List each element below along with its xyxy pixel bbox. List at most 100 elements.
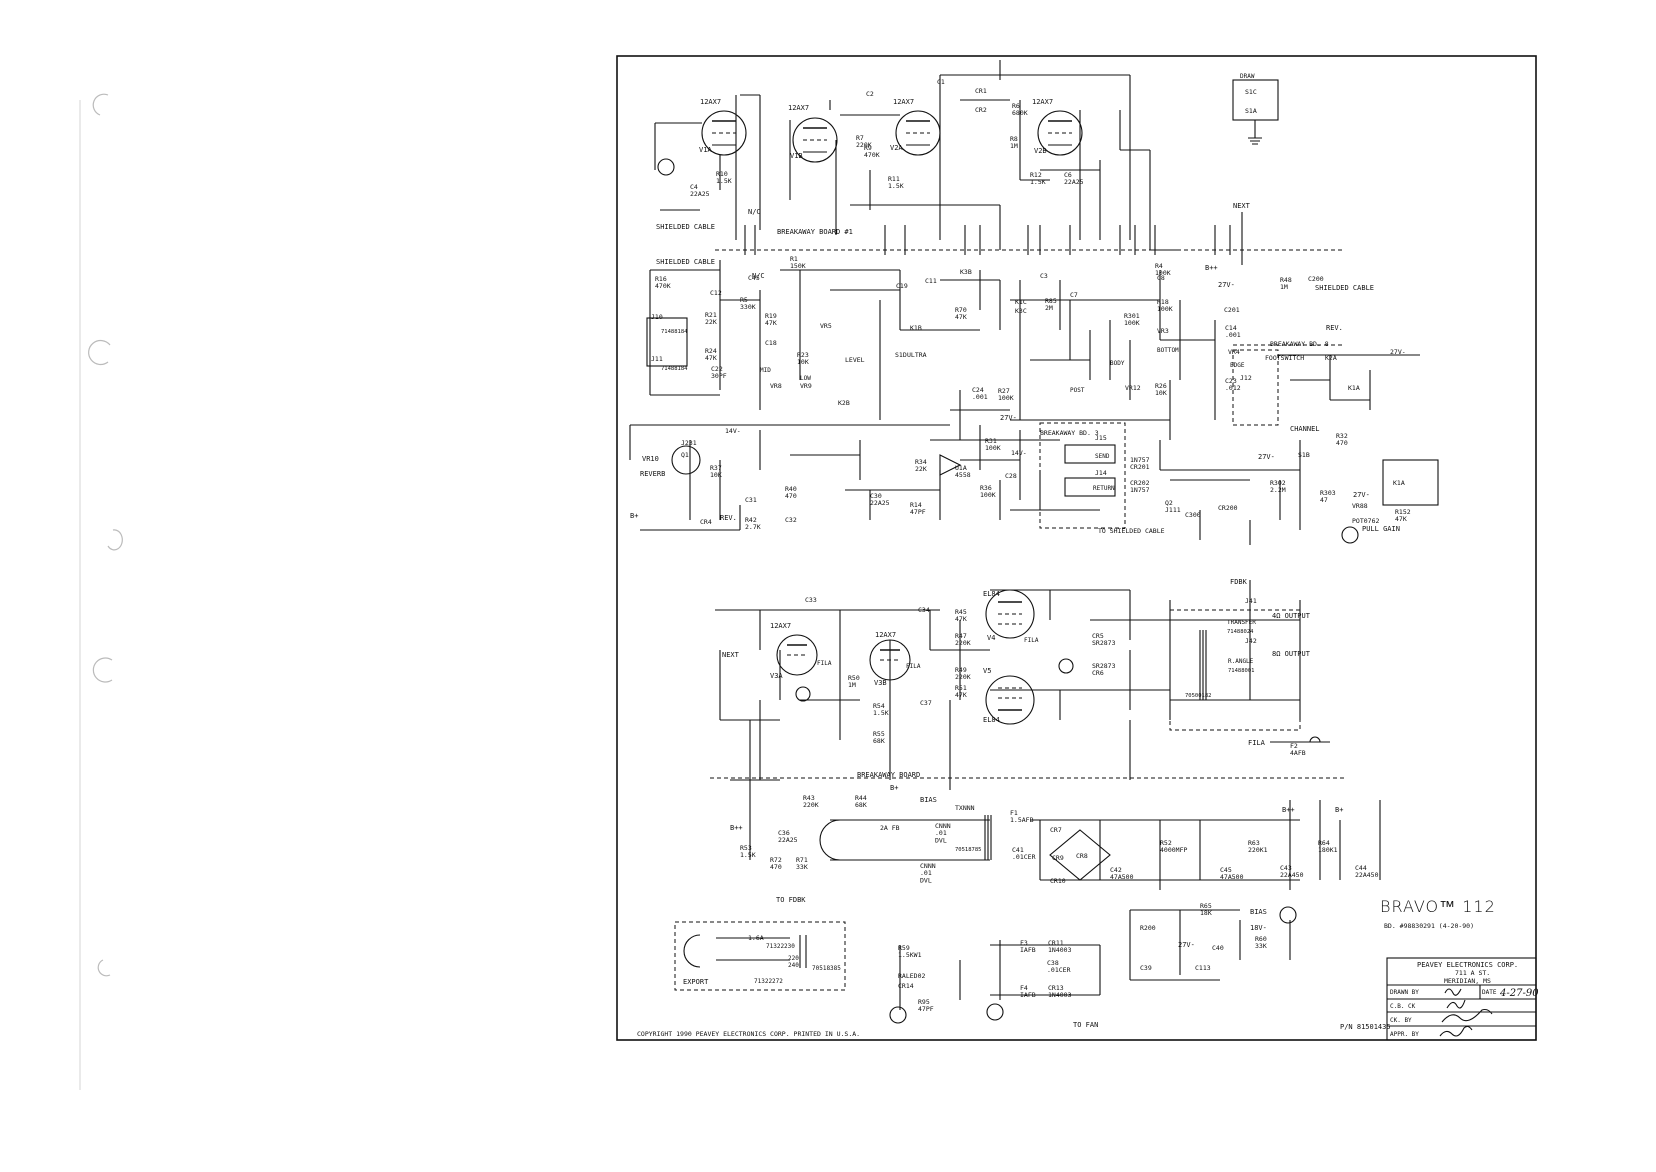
to-fan-label: TO FAN — [1073, 1021, 1098, 1029]
v27-label-6: 27V- — [1178, 941, 1195, 949]
fila-label-1: FILA — [817, 660, 832, 667]
cr14-label: CR14 — [898, 982, 914, 990]
v14-label-1: 14V- — [725, 427, 741, 435]
input-jacks — [646, 317, 688, 367]
v4-label: V4 — [987, 634, 995, 642]
vr4-label: VR4 — [1228, 348, 1240, 356]
c8-label: C8 — [1157, 274, 1165, 282]
c113-label: C113 — [1195, 964, 1211, 972]
j42-label: J42 — [1245, 637, 1257, 645]
cr10-label: CR10 — [1050, 877, 1066, 885]
transfer-pn: 71488024 — [1227, 629, 1254, 635]
bpp-label-1: B++ — [1205, 264, 1218, 272]
c33-label: C33 — [805, 596, 817, 604]
bottom-label: BOTTOM — [1157, 347, 1179, 354]
k3b-label: K3B — [960, 268, 972, 276]
c201-label: C201 — [1224, 306, 1240, 314]
v27-label-1: 27V- — [1218, 281, 1235, 289]
s1b-label: S1B — [1298, 451, 1310, 459]
product-pn: P/N 81501435 — [1340, 1023, 1391, 1031]
vr8-label: VR8 — [770, 382, 782, 390]
output-4-label: 4Ω OUTPUT — [1272, 612, 1311, 620]
c300-label: C300 — [1185, 511, 1201, 519]
v27-label-3: 27V- — [1258, 453, 1275, 461]
to-shielded-cable-label: TO SHIELDED CABLE — [1098, 527, 1165, 535]
c28-label: C28 — [1005, 472, 1017, 480]
post-label: POST — [1070, 387, 1085, 394]
fila-label-3: FILA — [1024, 637, 1039, 644]
shielded-cable-3: SHIELDED CABLE — [1315, 284, 1374, 292]
bias-label-2: BIAS — [1250, 908, 1267, 916]
reverb-label: REVERB — [640, 470, 665, 478]
v27-label-5: 27V- — [1000, 414, 1017, 422]
c37-label: C37 — [920, 699, 932, 707]
product-block: BRAVO™ 112 BD. #98830291 (4-20-90) P/N 8… — [1340, 897, 1495, 1031]
s1c-label: S1C — [1245, 88, 1257, 96]
q1-label: Q1 — [681, 451, 689, 459]
rev-label-1: REV. — [1326, 324, 1343, 332]
export-240: 240 — [788, 962, 799, 969]
pot-label: POT0762 — [1352, 517, 1379, 525]
v1b-type: 12AX7 — [788, 104, 809, 112]
tb-street: 711 A ST. — [1455, 969, 1490, 977]
tube-v2b: 12AX7 V2B — [1032, 98, 1083, 156]
switch-s1: DRAW S1C S1A — [1232, 73, 1279, 145]
tube-v1a: 12AX7 V1A — [699, 98, 747, 156]
vr9-label: VR9 — [800, 382, 812, 390]
j14-label: J14 — [1095, 469, 1107, 477]
v1a-type: 12AX7 — [700, 98, 721, 106]
breakaway-8-label: BREAKAWAY BD. 8 — [1270, 340, 1329, 348]
tube-v3b — [869, 639, 911, 681]
copyright: COPYRIGHT 1990 PEAVEY ELECTRONICS CORP. … — [637, 1030, 860, 1038]
pull-gain-label: PULL GAIN — [1362, 525, 1400, 533]
k1a-label-top: K1A — [1348, 384, 1360, 392]
c41-label: C41.01CER — [1012, 846, 1036, 861]
k2a-label: K2A — [1325, 354, 1337, 362]
export-box: 1.6A 71322230 71322272 70518385 220 240 … — [674, 921, 846, 991]
level-label: LEVEL — [845, 356, 865, 364]
j12-label: J12 — [1240, 374, 1252, 382]
tb-company: PEAVEY ELECTRONICS CORP. — [1417, 961, 1518, 969]
return-label: RETURN — [1093, 485, 1115, 492]
j15-label: J15 — [1095, 434, 1107, 442]
